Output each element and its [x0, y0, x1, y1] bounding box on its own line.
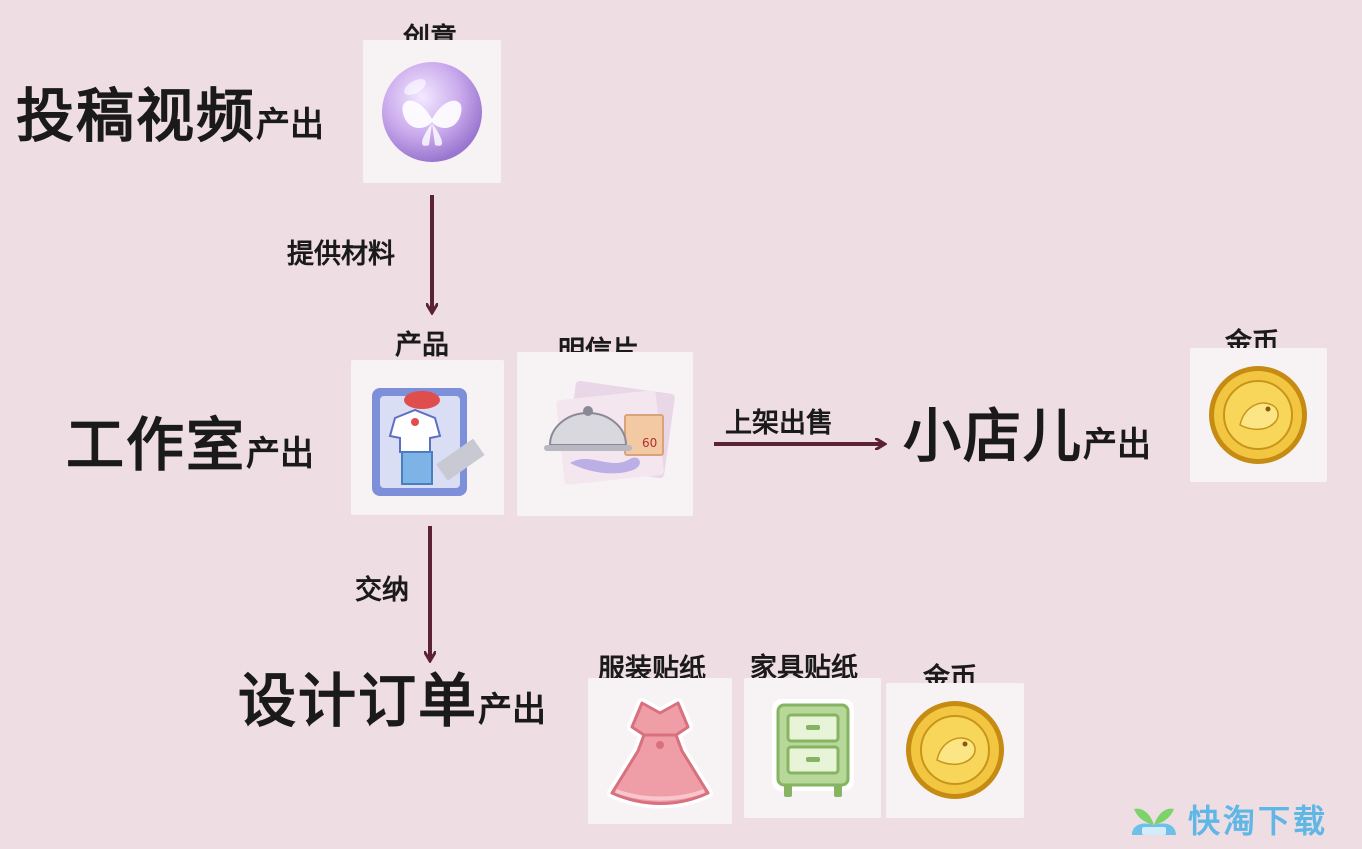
item-idea — [363, 40, 501, 183]
caption-product: 产品 — [395, 330, 449, 361]
section-video: 投稿视频产出 — [16, 87, 324, 145]
watermark-text: 快淘下载 — [1188, 802, 1329, 840]
svg-text:60: 60 — [642, 436, 657, 450]
postcard-icon: 60 — [544, 380, 675, 485]
item-postcard: 60 — [517, 352, 693, 516]
video-suffix: 产出 — [256, 105, 325, 145]
dress-icon — [606, 697, 713, 808]
studio-title: 工作室 — [66, 411, 247, 479]
clothing-design-icon — [372, 388, 485, 496]
item-clothes-sticker — [588, 678, 732, 824]
section-order: 设计订单产出 — [238, 672, 546, 730]
item-furniture-sticker — [744, 678, 881, 818]
label-sell: 上架出售 — [725, 408, 833, 439]
gold-coin-icon — [905, 701, 1004, 799]
item-product — [351, 360, 504, 515]
watermark-logo-icon — [1132, 808, 1176, 835]
section-shop: 小店儿产出 — [903, 407, 1151, 465]
order-title: 设计订单 — [238, 667, 479, 735]
studio-suffix: 产出 — [246, 434, 315, 474]
caption-furniture-sticker: 家具贴纸 — [750, 653, 858, 684]
item-coin-order — [886, 683, 1024, 818]
cabinet-icon — [771, 698, 854, 797]
watermark: 快淘下载 — [1128, 796, 1328, 842]
label-provide: 提供材料 — [287, 239, 395, 270]
video-title: 投稿视频 — [16, 82, 257, 150]
butterfly-bubble-icon — [382, 61, 482, 162]
shop-suffix: 产出 — [1083, 425, 1152, 465]
label-submit: 交纳 — [355, 575, 409, 606]
gold-coin-icon — [1209, 365, 1307, 464]
order-suffix: 产出 — [478, 690, 547, 730]
section-studio: 工作室产出 — [66, 416, 314, 474]
item-coin-shop — [1190, 348, 1327, 482]
shop-title: 小店儿 — [903, 402, 1084, 470]
